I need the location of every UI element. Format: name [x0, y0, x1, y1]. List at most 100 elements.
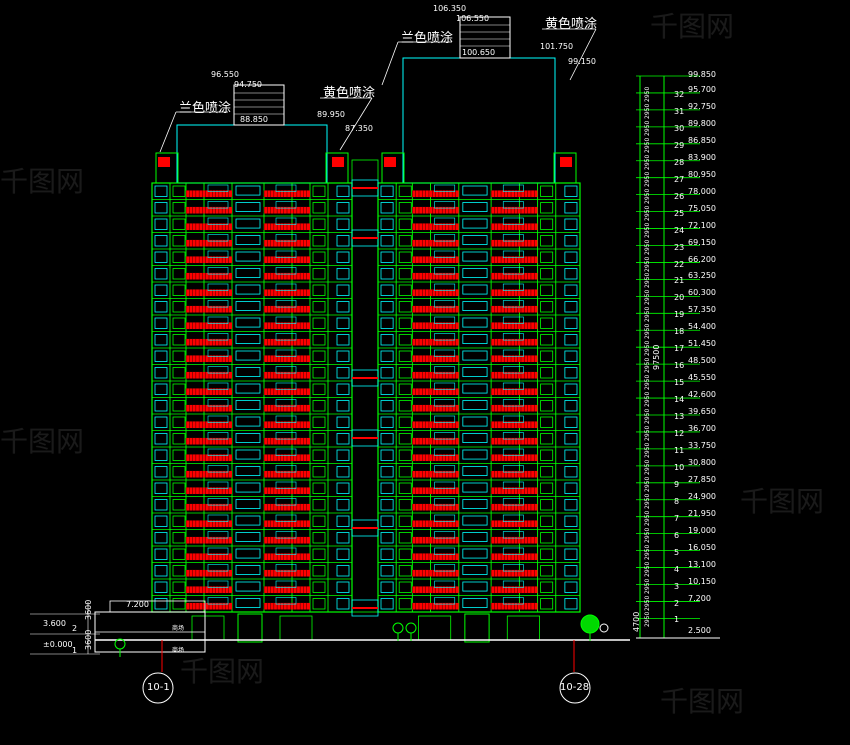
window — [172, 301, 186, 313]
window — [434, 580, 456, 588]
window — [207, 382, 229, 390]
window — [172, 548, 186, 560]
window — [207, 250, 229, 258]
window — [564, 515, 578, 527]
window — [235, 367, 261, 377]
roof-elevation: 106.350 — [433, 4, 467, 13]
window — [336, 317, 350, 329]
floor-module-dim: 2950 — [644, 239, 651, 255]
window — [312, 466, 326, 478]
window — [154, 218, 168, 230]
window — [235, 499, 261, 509]
window — [398, 235, 412, 247]
podium-room-label: 商场 — [172, 625, 185, 632]
floor-module-dim: 2950 — [644, 493, 651, 509]
window — [380, 268, 394, 280]
window — [462, 532, 488, 542]
roof-elevation: 89.950 — [317, 110, 345, 119]
floor-elevation: 95.700 — [688, 85, 716, 94]
floor-number: 26 — [674, 191, 685, 201]
floor-elevation: 66.200 — [688, 254, 716, 264]
window — [540, 350, 554, 362]
window — [434, 234, 456, 242]
floor-elevation: 78.000 — [688, 186, 716, 196]
window — [564, 449, 578, 461]
window — [540, 185, 554, 197]
floor-module-dim: 2950 — [644, 595, 651, 611]
window — [434, 333, 456, 341]
window — [172, 367, 186, 379]
window — [235, 532, 261, 542]
axis-bubble — [559, 672, 591, 704]
window — [275, 366, 297, 374]
window — [275, 267, 297, 275]
window — [564, 235, 578, 247]
window — [172, 466, 186, 478]
floor-number: 11 — [674, 445, 685, 455]
window — [502, 184, 524, 192]
window — [207, 432, 229, 440]
floor-elevation: 57.350 — [688, 305, 716, 315]
window — [462, 284, 488, 295]
floor-elevation: 92.750 — [688, 101, 716, 111]
window — [462, 565, 488, 575]
floor-elevation: 72.100 — [688, 220, 716, 230]
window — [462, 218, 488, 229]
tree-icon — [392, 622, 404, 634]
window — [540, 581, 554, 593]
window — [235, 581, 261, 592]
window — [380, 251, 394, 263]
window — [312, 202, 326, 214]
window — [434, 564, 456, 572]
floor-number: 14 — [674, 395, 685, 405]
floor-number: 6 — [674, 530, 680, 540]
podium-dim: 3600 — [84, 629, 93, 650]
window — [312, 317, 326, 329]
window — [564, 598, 578, 610]
window — [235, 433, 261, 443]
window — [312, 482, 326, 494]
window — [336, 466, 350, 478]
floor-elevation: 16.050 — [688, 542, 716, 552]
window — [235, 416, 261, 427]
window — [434, 448, 456, 456]
window — [154, 301, 168, 313]
window — [380, 482, 394, 494]
window — [564, 499, 578, 511]
window — [398, 581, 412, 593]
window — [564, 383, 578, 395]
window — [540, 334, 554, 346]
window — [540, 499, 554, 511]
window — [154, 235, 168, 247]
window — [434, 250, 456, 258]
floor-elevation: 54.400 — [688, 322, 716, 332]
roof-elevation: 96.550 — [211, 70, 239, 79]
floor-elevation: 48.500 — [688, 356, 716, 366]
window — [275, 580, 297, 588]
window — [172, 383, 186, 395]
leader-line — [159, 111, 177, 153]
window — [462, 301, 488, 311]
window — [380, 515, 394, 527]
window — [380, 532, 394, 544]
window — [564, 202, 578, 214]
floor-module-dim: 2950 — [644, 137, 651, 153]
floor-module-dim: 2950 — [644, 256, 651, 272]
window — [172, 251, 186, 263]
window — [502, 201, 524, 209]
window — [275, 564, 297, 572]
axis-label-left: 10-1 — [147, 682, 170, 693]
window — [154, 350, 168, 362]
window — [172, 350, 186, 362]
window — [336, 334, 350, 346]
scale-ground-elevation: 2.500 — [688, 626, 711, 635]
window — [502, 300, 524, 308]
window — [502, 432, 524, 440]
window — [172, 268, 186, 280]
window — [502, 597, 524, 605]
window — [207, 498, 229, 506]
window — [207, 333, 229, 341]
window — [380, 383, 394, 395]
window — [154, 284, 168, 296]
window — [207, 481, 229, 489]
